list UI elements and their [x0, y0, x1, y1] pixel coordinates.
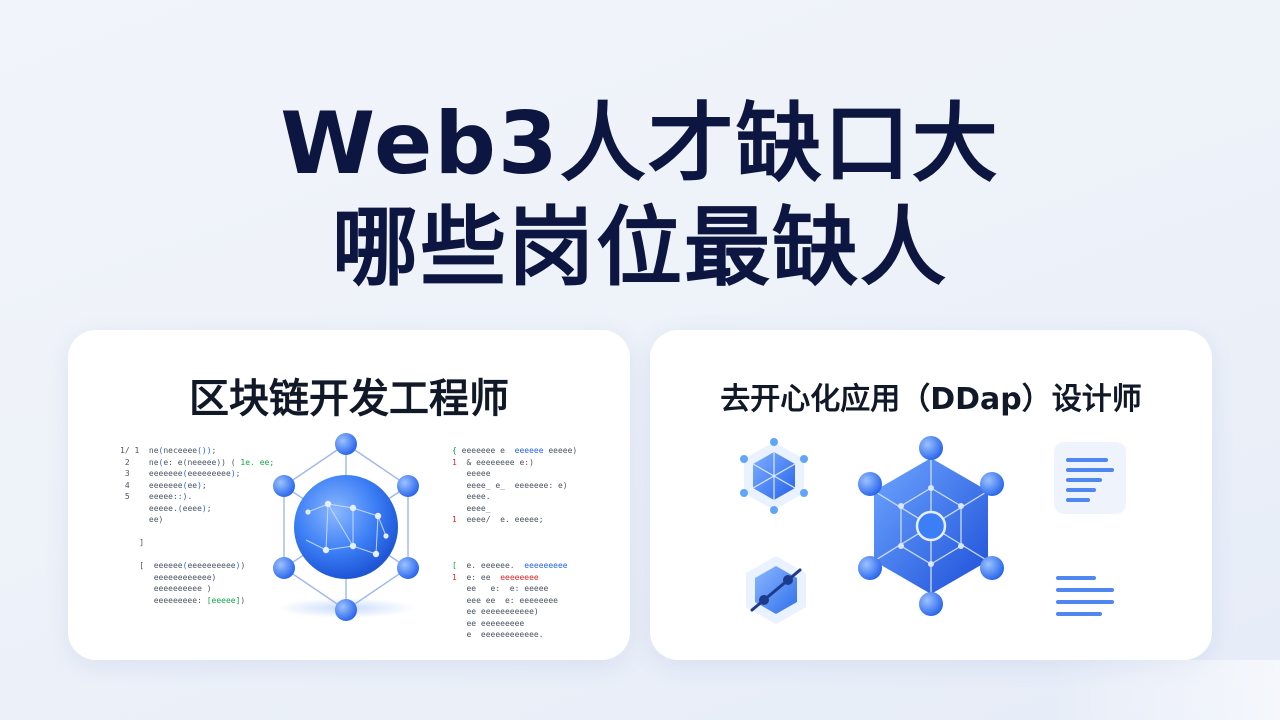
- card-title: 去开心化应用（DDap）设计师: [720, 382, 1142, 417]
- network-hexagon-icon: [858, 436, 1004, 616]
- headline-line-1: Web3人才缺口大: [280, 94, 1000, 194]
- code-snippet-right: { eeeeeee e eeeeee eeeee) 1 & eeeeeeee e…: [452, 446, 578, 524]
- text-lines-icon: [1056, 576, 1114, 616]
- small-hexagon-node-icon: [740, 438, 808, 514]
- card-title: 区块链开发工程师: [189, 376, 509, 422]
- headline: Web3人才缺口大 哪些岗位最缺人: [0, 92, 1280, 300]
- corner-glow: [1050, 660, 1280, 720]
- card-dapp-designer: 去开心化应用（DDap）设计师: [650, 330, 1212, 660]
- network-sphere-icon: [273, 433, 419, 621]
- headline-line-2: 哪些岗位最缺人: [332, 198, 948, 298]
- card-blockchain-developer: 区块链开发工程师 1/ 1 ne(neceeee()); 2 ne(e: e(n…: [68, 330, 630, 660]
- hexagon-link-icon: [746, 556, 806, 624]
- text-lines-card-icon: [1054, 442, 1126, 514]
- code-snippet-right-lower: [ e. eeeeee. eeeeeeeee 1 e: ee eeeeeeee …: [452, 561, 568, 639]
- code-snippet-left: 1/ 1 ne(neceeee()); 2 ne(e: e(neeeee)) (…: [120, 446, 275, 605]
